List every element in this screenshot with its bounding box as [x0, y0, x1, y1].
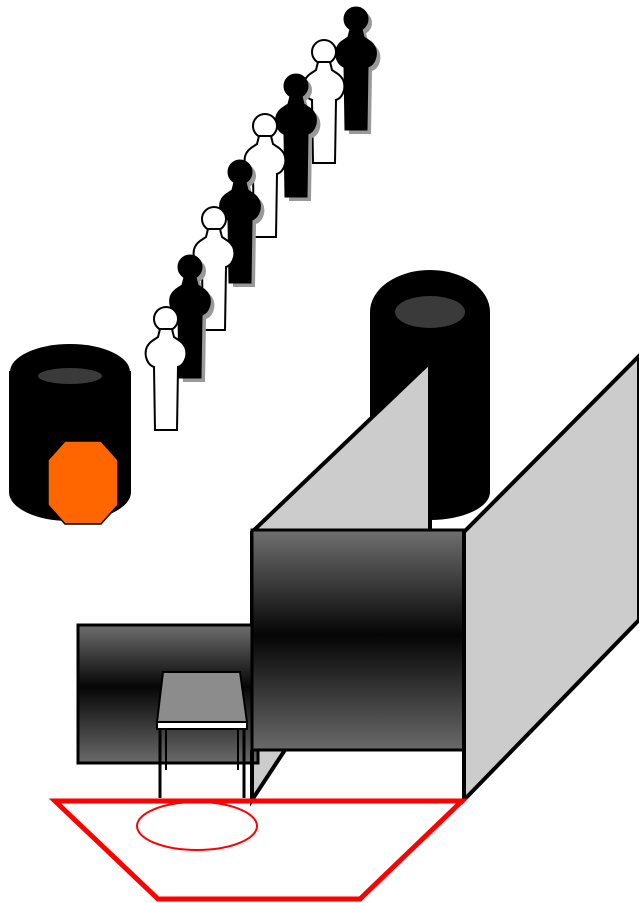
right-wall	[462, 353, 639, 805]
queue	[144, 6, 381, 431]
scanner-box	[250, 528, 466, 752]
screening-zone	[48, 798, 469, 902]
footprint-marker	[136, 801, 258, 851]
stop-sign-icon	[47, 440, 119, 525]
chair	[155, 671, 249, 798]
